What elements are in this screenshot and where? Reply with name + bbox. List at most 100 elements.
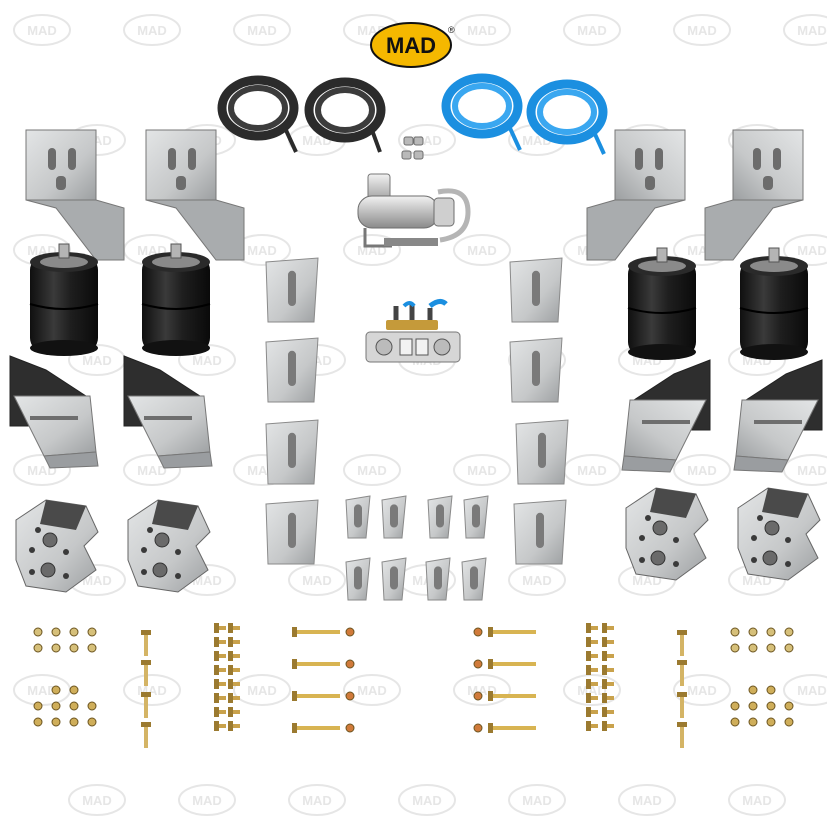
nut <box>33 627 43 637</box>
shim <box>381 557 407 601</box>
bolt <box>292 691 340 701</box>
mad-logo: MAD ® <box>368 20 458 70</box>
nut <box>87 717 97 727</box>
nut <box>87 701 97 711</box>
watermark-mark: MAD <box>618 784 676 816</box>
shim <box>265 419 319 485</box>
bolt <box>586 665 598 675</box>
spacer-shims <box>265 257 569 601</box>
svg-text:MAD: MAD <box>137 463 167 478</box>
svg-text:MAD: MAD <box>577 463 607 478</box>
bolt <box>228 665 240 675</box>
bolt <box>292 659 340 669</box>
nut <box>345 691 355 701</box>
shim <box>509 257 563 323</box>
watermark-mark: MAD <box>343 674 401 706</box>
watermark-mark: MAD <box>343 454 401 486</box>
svg-text:MAD: MAD <box>577 683 607 698</box>
shim <box>515 419 569 485</box>
watermark-mark: MAD <box>123 674 181 706</box>
shim <box>509 337 563 403</box>
bolt <box>228 637 240 647</box>
bolt <box>677 722 687 748</box>
valve-control-panel <box>365 298 461 363</box>
watermark-mark: MAD <box>288 784 346 816</box>
watermark-mark: MAD <box>453 674 511 706</box>
upper-frame-brackets <box>25 129 804 261</box>
svg-text:MAD: MAD <box>82 793 112 808</box>
logo-text: MAD <box>386 33 436 58</box>
registered-mark: ® <box>448 25 455 35</box>
mounting-hardware <box>33 623 794 748</box>
svg-text:MAD: MAD <box>192 353 222 368</box>
nut <box>51 701 61 711</box>
nut <box>69 717 79 727</box>
shim <box>427 495 453 539</box>
nut <box>730 643 740 653</box>
bolt <box>228 651 240 661</box>
bolt <box>602 623 614 633</box>
bolt <box>228 707 240 717</box>
svg-text:MAD: MAD <box>357 463 387 478</box>
nut <box>473 659 483 669</box>
svg-text:MAD: MAD <box>742 793 772 808</box>
air-springs <box>29 243 809 360</box>
bolt <box>602 721 614 731</box>
nut <box>730 627 740 637</box>
nut <box>748 643 758 653</box>
upper-bracket <box>586 129 686 261</box>
nut <box>69 627 79 637</box>
watermark-mark: MAD <box>233 674 291 706</box>
svg-text:MAD: MAD <box>687 683 717 698</box>
bolt <box>586 637 598 647</box>
shim <box>463 495 489 539</box>
axle-plate <box>127 499 211 593</box>
bolt <box>141 722 151 748</box>
lower-bracket <box>733 359 823 473</box>
watermark-mark: MAD <box>508 784 566 816</box>
watermark-mark: MAD <box>563 454 621 486</box>
bolt <box>586 707 598 717</box>
bolt <box>228 679 240 689</box>
bolt <box>214 665 226 675</box>
nut <box>345 659 355 669</box>
bolt <box>677 660 687 686</box>
bolt <box>586 623 598 633</box>
lower-bracket <box>621 359 711 473</box>
nut <box>345 627 355 637</box>
shim <box>513 499 567 565</box>
nut <box>748 717 758 727</box>
shim <box>265 499 319 565</box>
nut <box>51 685 61 695</box>
bolt <box>141 630 151 656</box>
bolt <box>602 679 614 689</box>
svg-text:MAD: MAD <box>632 793 662 808</box>
watermark-mark: MAD <box>178 784 236 816</box>
axle-plate <box>625 487 709 581</box>
watermark-mark: MAD <box>123 14 181 46</box>
svg-text:MAD: MAD <box>247 683 277 698</box>
nut <box>473 691 483 701</box>
upper-bracket <box>145 129 245 261</box>
bolt <box>214 721 226 731</box>
nut <box>730 701 740 711</box>
watermark-mark: MAD <box>13 674 71 706</box>
bolt <box>488 627 536 637</box>
air-spring <box>627 247 697 360</box>
svg-text:MAD: MAD <box>302 573 332 588</box>
watermark-mark: MAD <box>453 14 511 46</box>
upper-bracket <box>704 129 804 261</box>
watermark-mark: MAD <box>673 454 731 486</box>
shim <box>265 257 319 323</box>
svg-text:MAD: MAD <box>797 23 827 38</box>
air-spring <box>739 247 809 360</box>
air-spring <box>141 243 211 356</box>
bolt <box>602 651 614 661</box>
watermark-mark: MAD <box>453 454 511 486</box>
nut <box>87 643 97 653</box>
lower-bracket <box>9 355 99 469</box>
watermark-mark: MAD <box>233 14 291 46</box>
nut <box>87 627 97 637</box>
bolt <box>488 659 536 669</box>
